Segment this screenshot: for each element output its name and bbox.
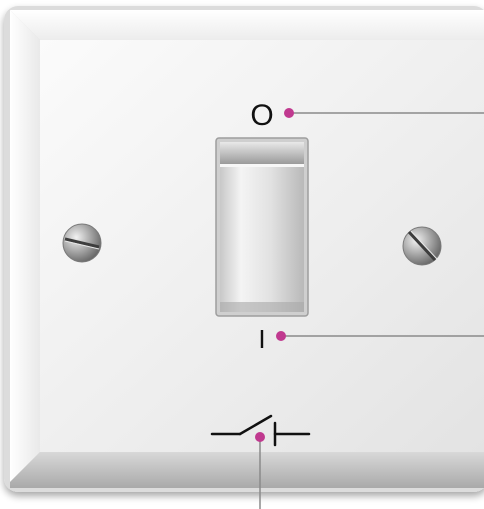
callout-symbol [255, 432, 265, 509]
on-marking-label: I [258, 324, 265, 354]
switch-symbol-icon [210, 414, 311, 447]
right-screw-icon [402, 226, 442, 266]
rocker-switch[interactable] [215, 137, 309, 317]
callout-symbol-dot [255, 432, 265, 442]
callout-on [276, 331, 484, 341]
off-marking-label: O [250, 99, 273, 132]
callout-off-dot [284, 108, 294, 118]
plate-bevel-bottom [10, 452, 484, 488]
plate-bevel-left [10, 10, 40, 482]
left-screw-icon [62, 223, 102, 263]
callout-off [284, 108, 484, 118]
rocker-top-edge [220, 142, 304, 164]
plate-bevel-top [10, 10, 484, 40]
callout-on-dot [276, 331, 286, 341]
